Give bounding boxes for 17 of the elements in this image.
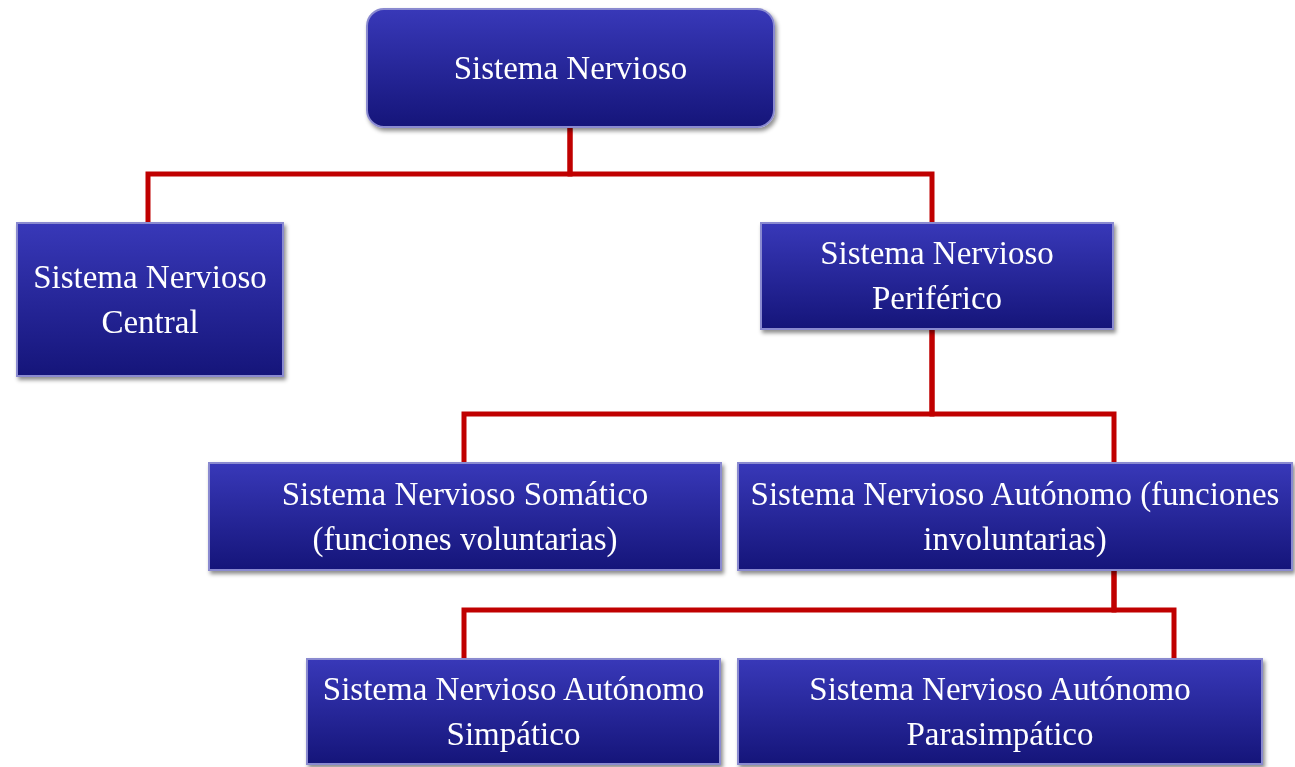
process-box xyxy=(16,222,284,377)
process-box xyxy=(208,462,722,571)
node-label: Sistema Nervioso Autónomo Simpático xyxy=(321,669,706,754)
node-label: Sistema Nervioso xyxy=(453,48,688,88)
process-box xyxy=(737,462,1293,571)
process-box xyxy=(760,222,1114,330)
node-label: Sistema Nervioso Central xyxy=(32,257,268,342)
process-box xyxy=(366,8,775,128)
node-label: Sistema Nervioso Periférico xyxy=(819,234,1055,318)
connector-line xyxy=(1111,571,1177,658)
process-box xyxy=(737,658,1263,765)
connector-line xyxy=(929,330,1117,462)
process-box xyxy=(306,658,721,765)
node-label: Sistema Nervioso Autónomo (funciones involuntarias) xyxy=(749,474,1281,559)
connector-line xyxy=(567,128,935,222)
node-label: Sistema Nervioso Autónomo Parasimpático xyxy=(808,669,1192,754)
node-label: Sistema Nervioso Somático (funciones voluntarias) xyxy=(280,474,650,559)
